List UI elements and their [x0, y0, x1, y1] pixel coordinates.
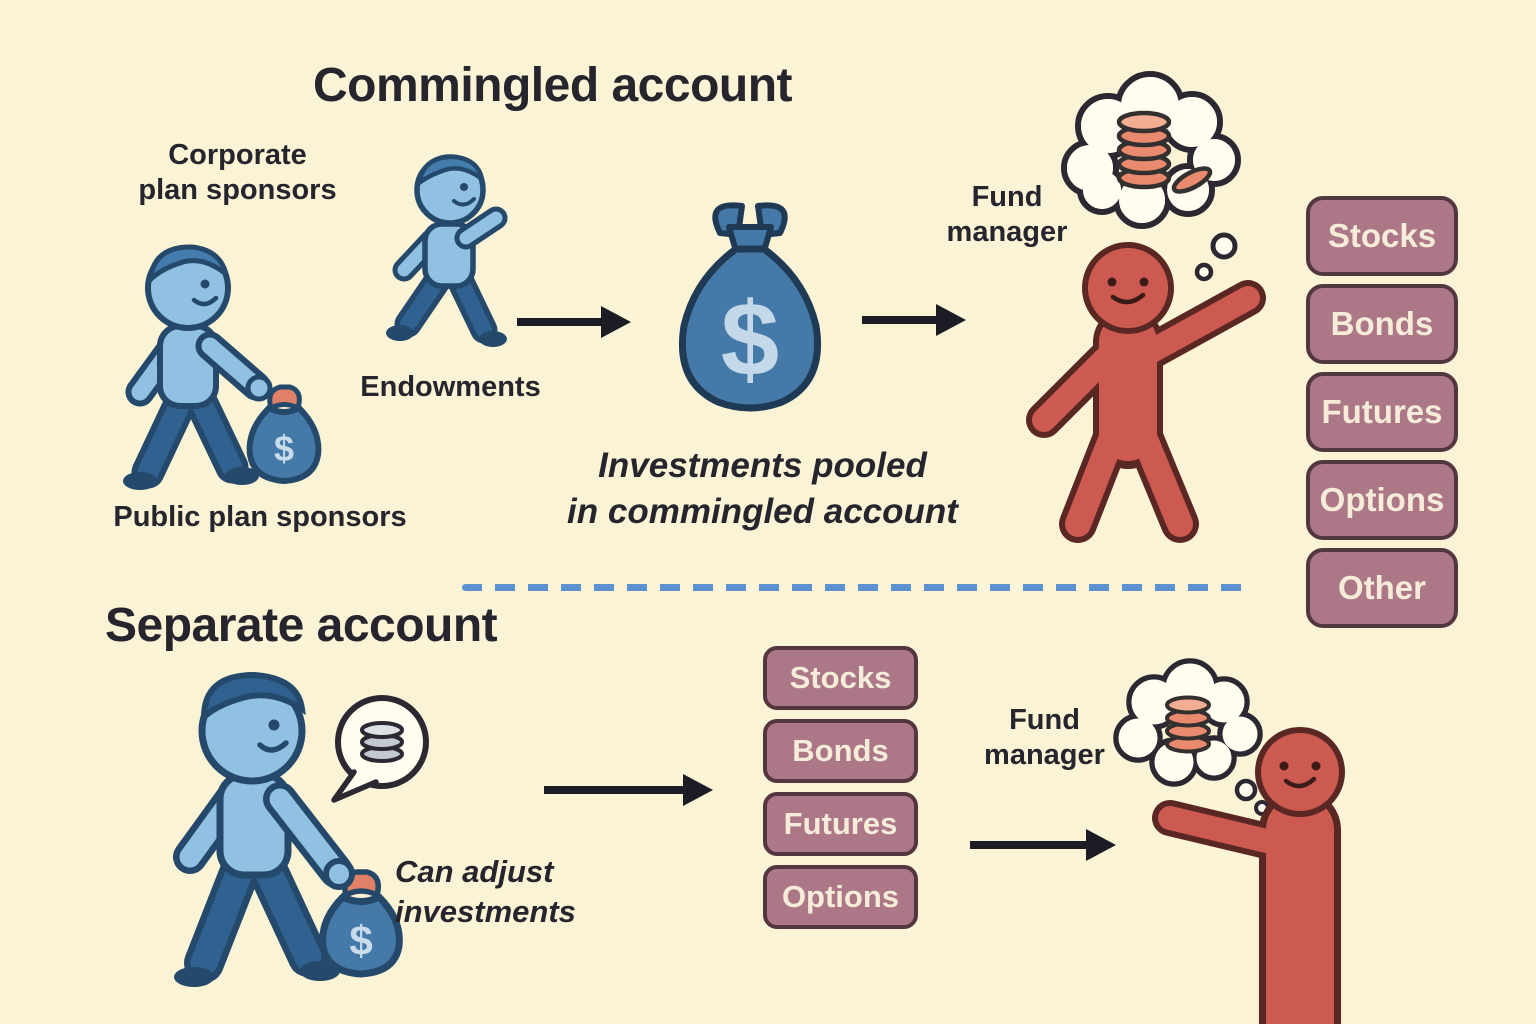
fund-manager-figure-top-svg [1026, 242, 1266, 543]
asset-list-commingled: Stocks Bonds Futures Options Other [1306, 196, 1458, 636]
asset-stocks: Stocks [1306, 196, 1458, 276]
money-bag-icon: $ [678, 202, 822, 412]
asset-bonds: Bonds [763, 719, 918, 783]
sponsor-money-bag-icon: $ [246, 384, 322, 485]
public-plan-sponsor-figure: $ [98, 238, 343, 518]
speech-bubble-coins [318, 694, 438, 806]
public-plan-sponsors-label: Public plan sponsors [113, 501, 407, 533]
endowments-label: Endowments [360, 371, 541, 403]
fund-manager-label-bottom: Fund manager [984, 704, 1105, 772]
asset-stocks: Stocks [763, 646, 918, 710]
fund-manager-figure-top [1010, 234, 1278, 552]
thought-bubble-top [1042, 60, 1247, 285]
asset-futures: Futures [1306, 372, 1458, 452]
investor-figure-svg: $ [173, 671, 403, 987]
arrow-right-icon [862, 304, 966, 336]
sponsor-bag-currency-symbol: $ [274, 428, 294, 469]
asset-list-separate: Stocks Bonds Futures Options [763, 646, 918, 938]
arrow-assets-to-manager [966, 823, 1118, 867]
asset-other: Other [1306, 548, 1458, 628]
coin-stack-icon [1165, 695, 1211, 754]
arrow-right-icon [970, 829, 1116, 861]
pooled-caption: Investments pooled in commingled account [567, 446, 958, 531]
arrow-investor-to-assets [540, 768, 715, 812]
coin-stack-icon [360, 721, 404, 763]
arrow-sponsors-to-pool [513, 300, 633, 344]
pooled-money-bag: $ [650, 193, 850, 433]
commingled-title: Commingled account [312, 59, 793, 112]
thought-bubble-bottom [1098, 652, 1273, 822]
arrow-right-icon [544, 774, 713, 806]
investor-figure: $ [150, 665, 405, 1024]
arrow-right-icon [517, 306, 631, 338]
pool-currency-symbol: $ [721, 281, 779, 398]
section-divider [462, 584, 1252, 591]
investor-bag-currency-symbol: $ [349, 917, 372, 964]
asset-bonds: Bonds [1306, 284, 1458, 364]
speech-bubble-coins-icon [331, 695, 429, 803]
public-plan-sponsor-figure-svg: $ [123, 244, 322, 490]
corporate-plan-sponsors-label: Corporate plan sponsors [138, 139, 337, 207]
thought-bubble-coins-icon [1113, 658, 1270, 816]
endowments-figure-svg [386, 154, 508, 347]
coin-stack-icon [1116, 110, 1213, 194]
endowments-figure [368, 152, 518, 364]
arrow-pool-to-manager [858, 298, 968, 342]
asset-futures: Futures [763, 792, 918, 856]
fund-manager-figure-bottom-svg [1152, 727, 1345, 1024]
investor-money-bag-icon: $ [319, 869, 403, 978]
separate-title: Separate account [105, 599, 498, 652]
asset-options: Options [1306, 460, 1458, 540]
asset-options: Options [763, 865, 918, 929]
thought-bubble-coins-icon [1061, 71, 1241, 282]
fund-manager-figure-bottom [1150, 718, 1385, 1024]
fund-manager-label-top: Fund manager [946, 181, 1068, 249]
can-adjust-caption: Can adjust investments [395, 854, 576, 930]
